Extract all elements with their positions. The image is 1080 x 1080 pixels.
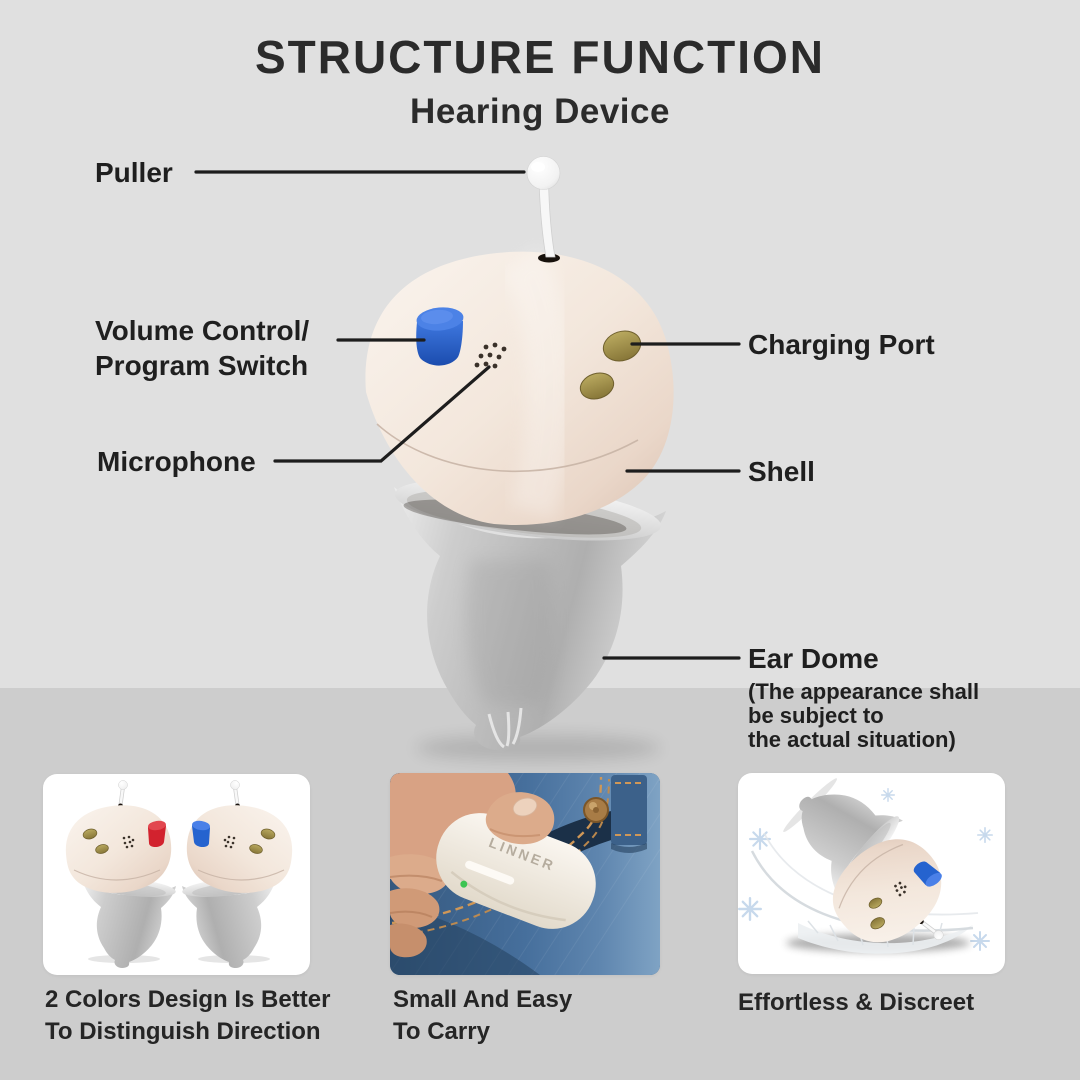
caption-two-colors-line1: 2 Colors Design Is Better [45, 986, 331, 1013]
callout-volume-label: Volume Control/ Program Switch [95, 313, 309, 383]
two-colors-devices-image [63, 778, 295, 970]
caption-carry-line1: Small And Easy [393, 986, 573, 1013]
caption-carry: Small And Easy To Carry [393, 984, 572, 1048]
feature-card-two-colors [43, 774, 310, 975]
volume-label-line1: Volume Control/ [95, 315, 310, 346]
charging-port-label-text: Charging Port [748, 329, 935, 360]
caption-two-colors-line2: To Distinguish Direction [45, 1018, 321, 1045]
page-title: STRUCTURE FUNCTION [254, 31, 826, 83]
callout-microphone-label: Microphone [97, 444, 256, 479]
charging-contacts-part [579, 330, 642, 400]
ear-dome-note-line1: (The appearance shall [748, 679, 980, 704]
volume-label-line2: Program Switch [95, 350, 309, 381]
callout-ear-dome-label: Ear Dome (The appearance shall be subjec… [748, 641, 979, 752]
feature-card-discreet [738, 773, 1005, 974]
microphone-label-text: Microphone [97, 446, 256, 477]
feature-card-carry: LINNER [390, 773, 660, 975]
caption-two-colors: 2 Colors Design Is Better To Distinguish… [45, 984, 330, 1048]
caption-discreet-line1: Effortless & Discreet [738, 989, 975, 1016]
ear-dome-note-line3: the actual situation) [748, 727, 956, 752]
header: STRUCTURE FUNCTION Hearing Device [0, 30, 1080, 132]
callout-charging-port-label: Charging Port [748, 327, 935, 362]
discreet-device-image [738, 773, 994, 974]
ear-dome-label-text: Ear Dome [748, 643, 879, 674]
puller-label-text: Puller [95, 157, 173, 188]
case-led [460, 880, 468, 888]
ear-dome-note-line2: be subject to [748, 703, 884, 728]
leader-lines [194, 170, 741, 660]
ear-dome-note: (The appearance shall be subject to the … [748, 680, 979, 752]
caption-carry-line2: To Carry [393, 1018, 490, 1045]
belt-loop [611, 775, 647, 853]
page-subtitle: Hearing Device [410, 92, 670, 131]
callout-shell-label: Shell [748, 454, 815, 489]
microphone-holes [474, 342, 507, 369]
pocket-photo: LINNER [390, 773, 660, 975]
shell-label-text: Shell [748, 456, 815, 487]
puller-part [526, 156, 561, 263]
thumb [485, 792, 555, 845]
callout-puller-label: Puller [95, 155, 173, 190]
volume-button-part [416, 307, 464, 366]
caption-discreet: Effortless & Discreet [738, 987, 974, 1019]
